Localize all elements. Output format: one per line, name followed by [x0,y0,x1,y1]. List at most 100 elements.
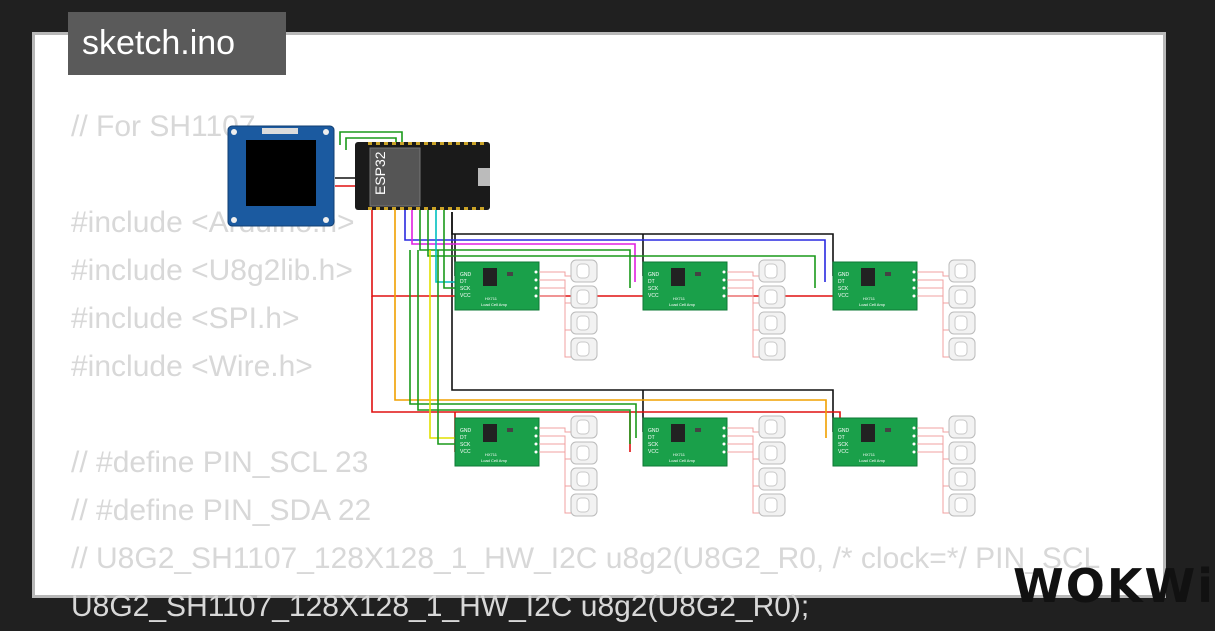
hx711-pin [722,294,726,298]
hx711-pin-label: SCK [460,442,471,448]
hx711-pin-label: SCK [460,286,471,292]
load-cell-inner [576,497,590,513]
hx711-pin-label: DT [838,435,845,441]
hx711-title: HX711 [863,296,876,301]
load-cell-inner [954,419,968,435]
hx711-component [695,272,701,276]
esp32-label: ESP32 [372,151,388,195]
hx711-component [507,428,513,432]
pin-header [448,207,452,210]
load-cell-wire [539,427,573,433]
hx711-pin-label: VCC [838,293,849,299]
pin-header [376,142,380,145]
hx711-subtitle: Load Cell Amp [669,458,696,463]
load-cell-wire [727,427,761,433]
hx711-chip [483,424,497,442]
hx711-chip [671,424,685,442]
pin-header [432,142,436,145]
load-cell-wire [917,443,951,487]
load-cell-wire [917,427,951,433]
hx711-pin-label: SCK [648,442,659,448]
hx711-pin [912,294,916,298]
pin-header [424,207,428,210]
wire-sck [417,250,631,444]
hx711-title: HX711 [485,452,498,457]
code-line: U8G2_SH1107_128X128_1_HW_I2C u8g2(U8G2_R… [71,590,810,623]
hx711-component [507,272,513,276]
hx711-component [695,428,701,432]
hx711-pin [912,426,916,430]
load-cell-inner [954,315,968,331]
hx711-subtitle: Load Cell Amp [481,302,508,307]
load-cell-inner [576,471,590,487]
load-cell-wire [539,435,573,460]
load-cell-inner [576,263,590,279]
load-cell-wire [539,295,573,358]
wire-sda [339,131,403,145]
load-cell-wire [917,295,951,358]
preview-card: // For SH1107#include <Arduino.h>#includ… [32,32,1213,623]
code-line: #include <U8g2lib.h> [71,254,353,287]
load-cell-inner [954,471,968,487]
hx711-chip [483,268,497,286]
hx711-pin [722,278,726,282]
code-line: // #define PIN_SCL 23 [71,446,369,479]
hx711-pin [534,286,538,290]
hx711-pin-label: VCC [460,449,471,455]
load-cell-inner [576,341,590,357]
load-cell-inner [954,341,968,357]
load-cell-inner [576,289,590,305]
pin-header [384,142,388,145]
pin-header [400,207,404,210]
wire-dt [435,210,455,283]
hx711-pin [534,434,538,438]
pin-header [472,207,476,210]
pin-header [448,142,452,145]
pin-header [440,207,444,210]
load-cell-wire [539,287,573,331]
pin-header [384,207,388,210]
hx711-pin-label: SCK [838,286,849,292]
hx711-pin [912,286,916,290]
hx711-pin-label: SCK [838,442,849,448]
pin-header [440,142,444,145]
wire-dt [429,250,455,439]
hx711-pin [534,442,538,446]
hx711-title: HX711 [485,296,498,301]
usb-port [478,168,490,186]
hx711-title: HX711 [863,452,876,457]
file-tab[interactable]: sketch.ino [68,12,286,75]
hx711-pin [912,278,916,282]
hx711-pin-label: GND [648,428,660,434]
wire-sck [409,250,637,438]
pin-header [480,142,484,145]
pin-header [432,207,436,210]
load-cell-inner [764,341,778,357]
code-line: #include <SPI.h> [71,302,300,335]
hx711-pin-label: DT [460,435,467,441]
hx711-pin-label: GND [838,428,850,434]
load-cell-inner [954,497,968,513]
load-cell-inner [954,445,968,461]
hx711-pin [534,278,538,282]
pin-header [416,207,420,210]
hx711-pin-label: DT [460,279,467,285]
hx711-pin-label: DT [648,435,655,441]
mount-hole [323,217,329,223]
load-cell-inner [764,315,778,331]
pin-header [392,207,396,210]
hx711-pin [534,294,538,298]
wokwi-logo: WOKWi [1013,559,1215,613]
pin-header [408,142,412,145]
hx711-component [885,428,891,432]
load-cell-inner [764,419,778,435]
load-cell-inner [764,445,778,461]
pin-header [368,207,372,210]
hx711-component [885,272,891,276]
hx711-subtitle: Load Cell Amp [481,458,508,463]
wire-sck [437,250,455,445]
mount-hole [231,217,237,223]
